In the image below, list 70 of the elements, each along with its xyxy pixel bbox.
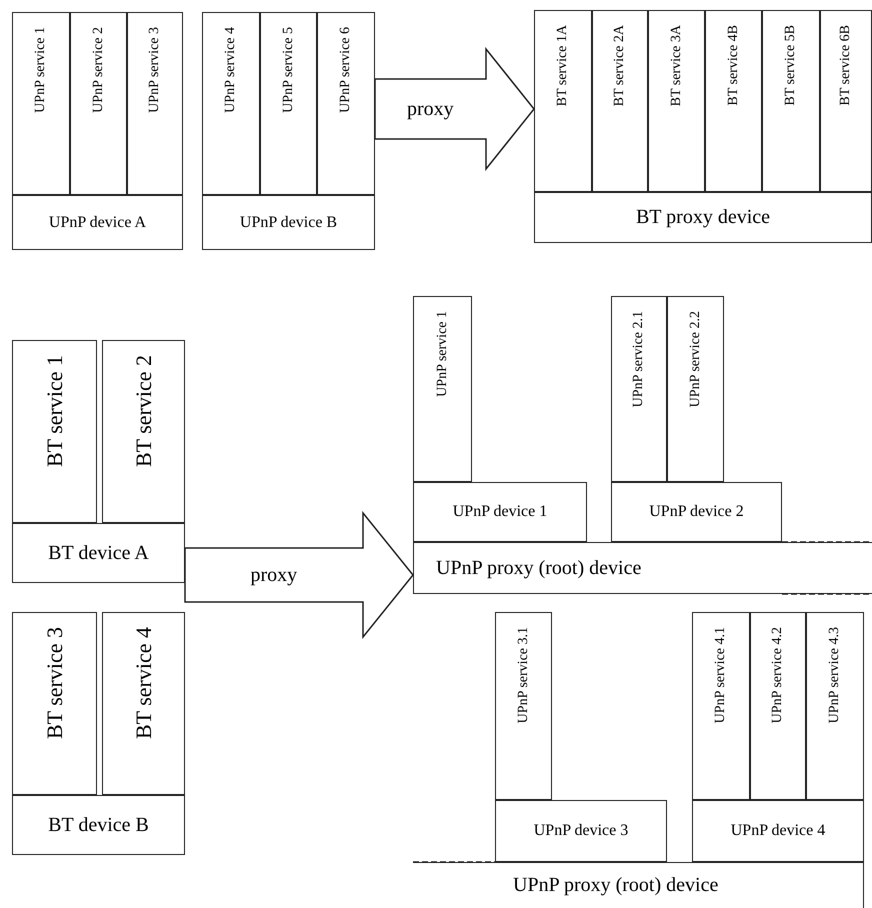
service-label: BT service 2A [612, 25, 628, 106]
block-arrow [374, 46, 535, 172]
service-label: UPnP service 3 [147, 27, 163, 113]
service-box [611, 296, 667, 482]
service-box [534, 10, 592, 192]
service-label: BT service 4B [726, 25, 742, 106]
service-label: UPnP service 3.1 [516, 627, 532, 724]
service-box [102, 612, 185, 795]
service-label: BT service 3 [42, 627, 68, 740]
service-box [820, 10, 872, 192]
device-label: UPnP proxy (root) device [436, 556, 642, 580]
service-label: BT service 2 [130, 355, 156, 468]
service-box [705, 10, 762, 192]
device-label: UPnP device 3 [534, 822, 628, 840]
device-box [611, 482, 782, 542]
device-box [202, 195, 375, 250]
service-label: UPnP service 5 [280, 27, 296, 113]
service-box [102, 340, 185, 523]
service-label: UPnP service 6 [338, 27, 354, 113]
device-box [12, 195, 183, 250]
device-box [413, 482, 587, 542]
device-label: UPnP device A [48, 214, 146, 232]
service-box [667, 296, 724, 482]
service-label: BT service 5B [783, 25, 799, 106]
device-box [692, 800, 864, 862]
service-box [692, 612, 750, 800]
service-label: BT service 4 [130, 627, 156, 740]
service-box [750, 612, 806, 800]
service-label: UPnP service 4.1 [713, 627, 729, 724]
service-box [12, 340, 97, 523]
device-box [12, 795, 185, 855]
device-label: BT device B [48, 814, 149, 836]
device-label: UPnP device 2 [649, 503, 744, 521]
service-box [648, 10, 705, 192]
service-box [12, 612, 97, 795]
service-box [413, 296, 472, 482]
block-arrow [184, 510, 414, 640]
service-label: UPnP service 2.1 [631, 311, 647, 408]
service-label: BT service 6B [838, 25, 854, 106]
service-box [495, 612, 552, 800]
service-box [762, 10, 820, 192]
service-box [317, 12, 375, 195]
service-label: BT service 1A [555, 25, 571, 106]
service-label: UPnP service 4.3 [827, 627, 843, 724]
device-label: BT device A [48, 542, 149, 564]
service-label: BT service 1 [42, 355, 68, 468]
device-box [12, 523, 185, 583]
service-box [260, 12, 317, 195]
service-label: UPnP service 2 [90, 27, 106, 113]
service-box [806, 612, 864, 800]
service-label: UPnP service 4 [223, 27, 239, 113]
service-box [592, 10, 648, 192]
service-box [70, 12, 127, 195]
service-label: BT service 3A [668, 25, 684, 106]
device-box [495, 800, 667, 862]
proxy-device-box [413, 542, 872, 594]
device-label: UPnP proxy (root) device [513, 874, 718, 897]
device-box [534, 192, 872, 243]
service-label: UPnP service 1 [434, 311, 450, 397]
device-label: UPnP device B [240, 214, 338, 232]
service-label: UPnP service 4.2 [770, 627, 786, 724]
device-label: UPnP device 4 [730, 822, 826, 840]
proxy-device-box [413, 862, 864, 908]
service-box [202, 12, 260, 195]
device-label: UPnP device 1 [452, 503, 548, 521]
service-box [127, 12, 183, 195]
service-label: UPnP service 2.2 [688, 311, 704, 408]
device-label: BT proxy device [636, 206, 770, 229]
service-label: UPnP service 1 [33, 27, 49, 113]
service-box [12, 12, 70, 195]
